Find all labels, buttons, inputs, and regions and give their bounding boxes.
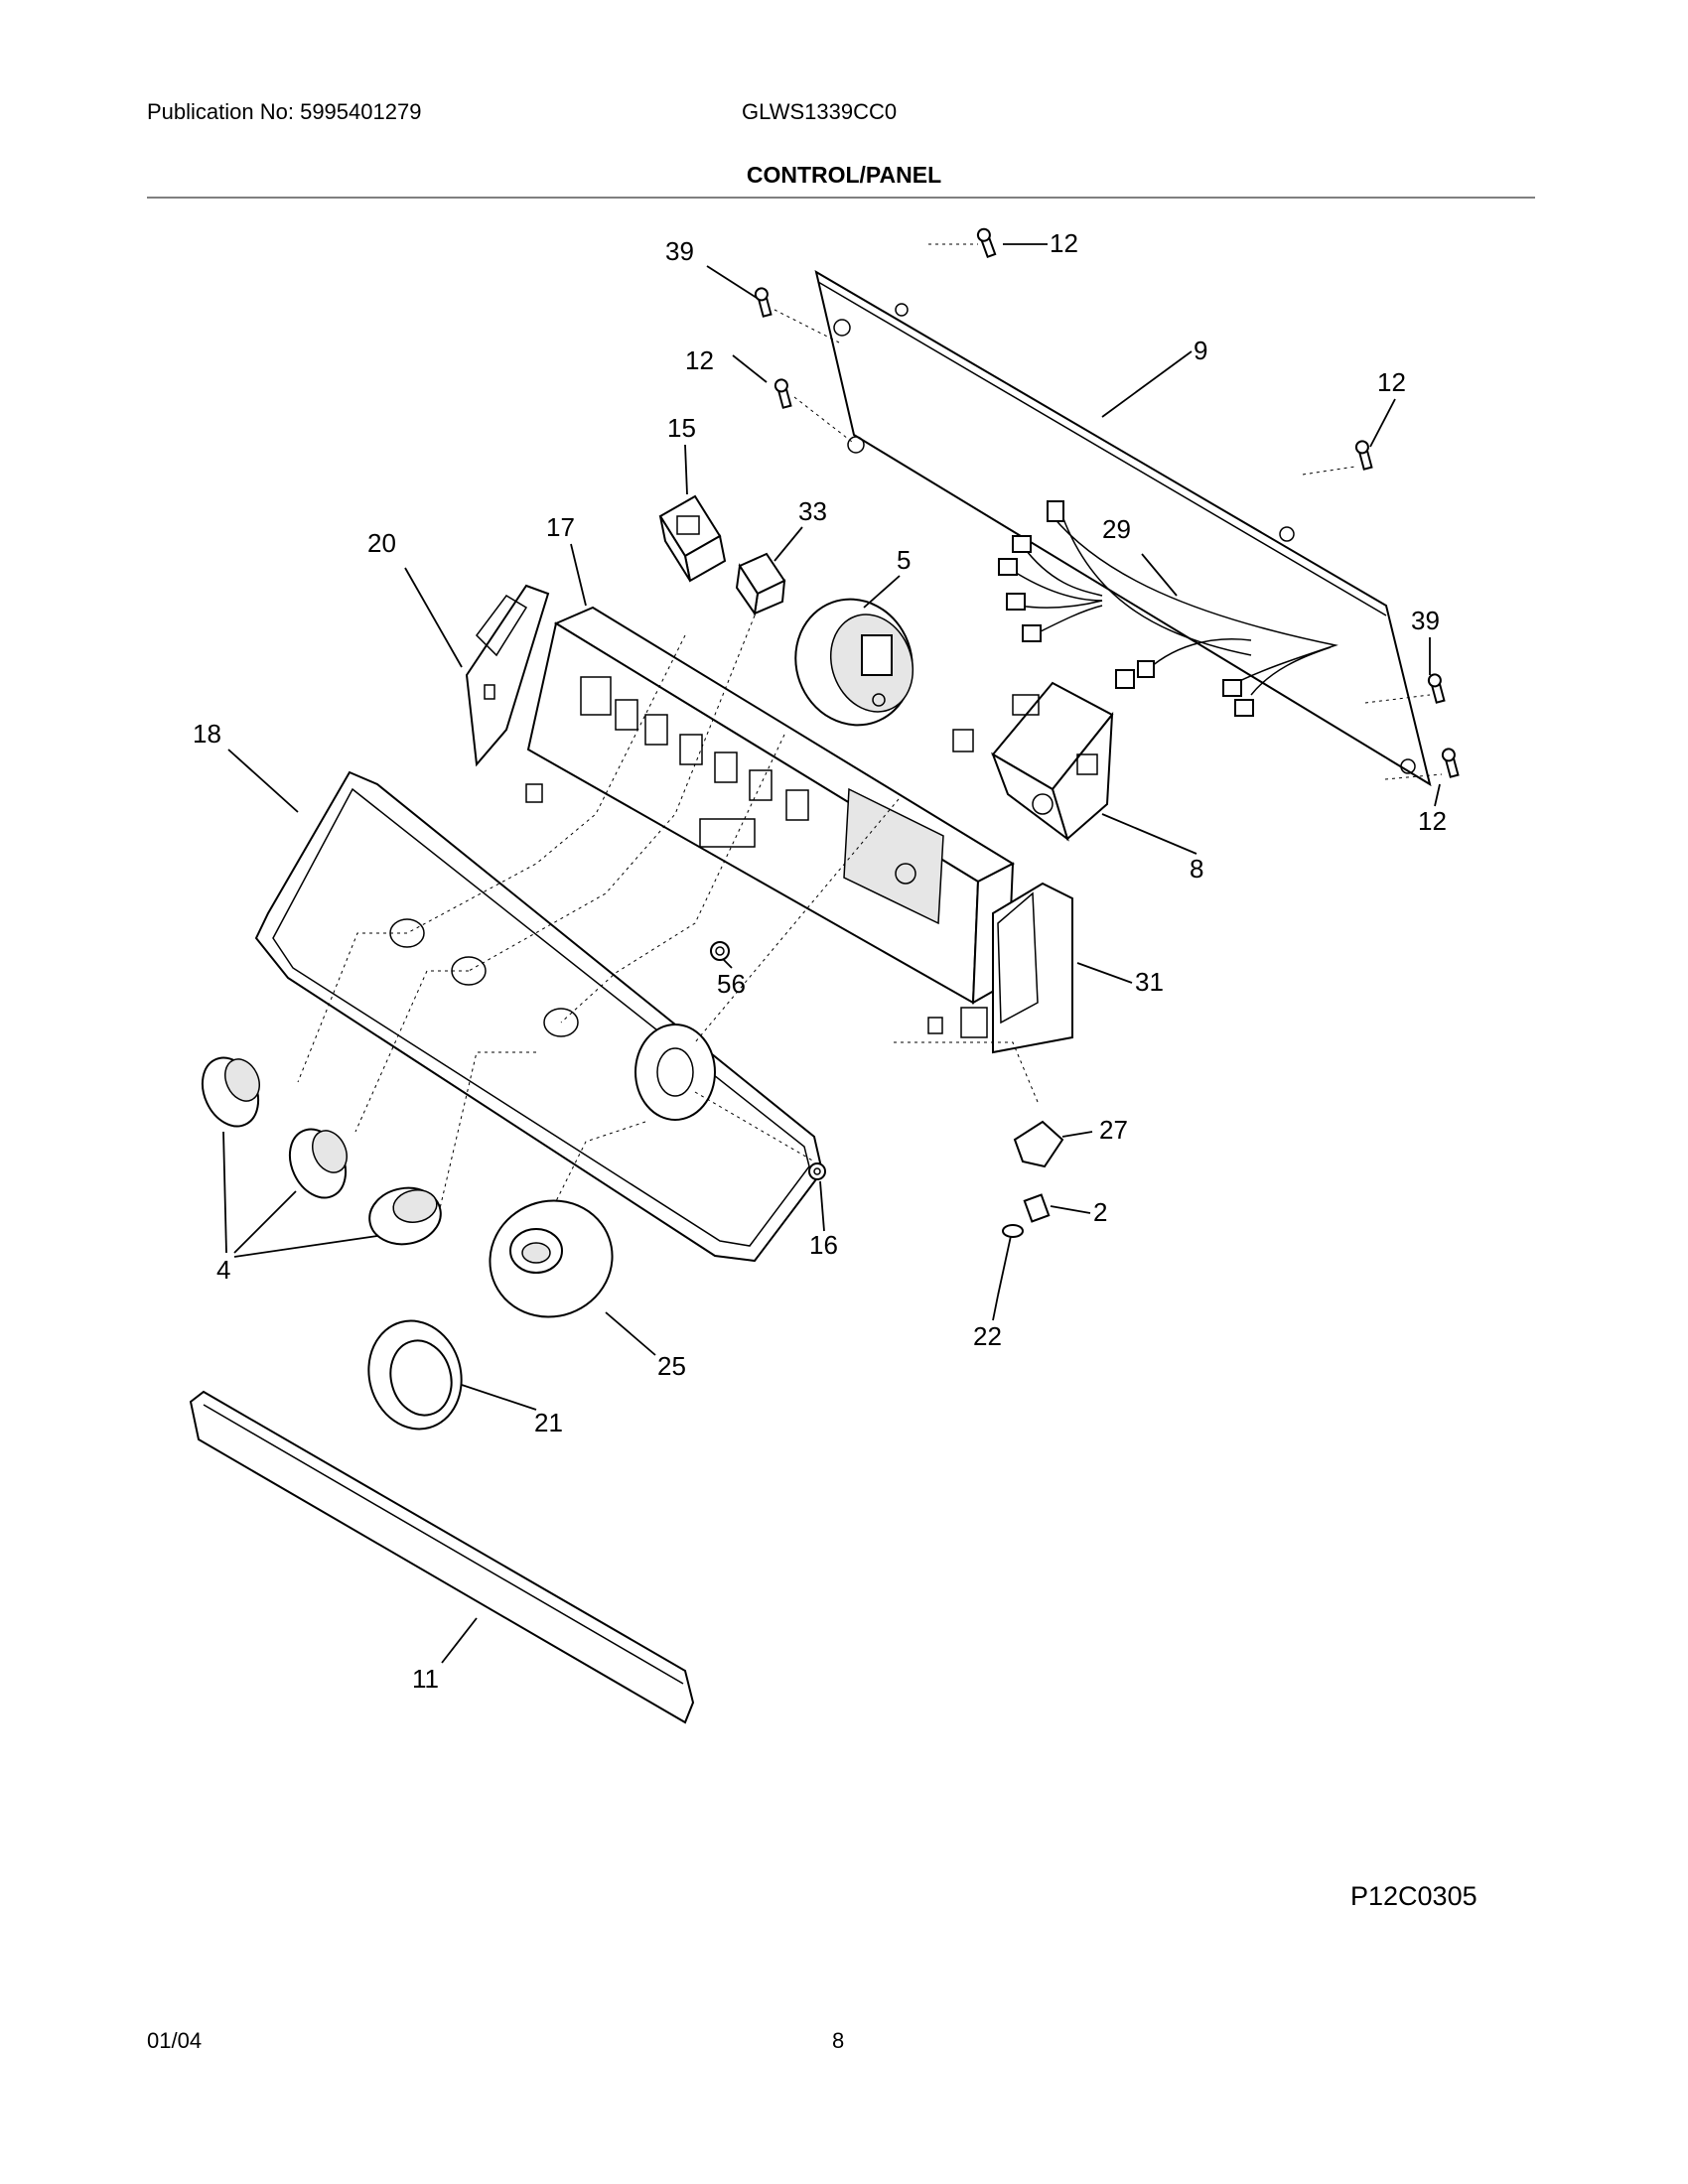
mounting-screw-part — [997, 1224, 1024, 1297]
callout-27: 27 — [1099, 1115, 1128, 1145]
publication-number: Publication No: 5995401279 — [147, 99, 422, 124]
switch-part — [735, 552, 786, 616]
leader-lines — [222, 243, 1441, 1664]
model-number: GLWS1339CC0 — [742, 99, 898, 124]
right-end-cap-part — [960, 882, 1073, 1054]
callout-9: 9 — [1194, 336, 1207, 365]
callout-15: 15 — [667, 413, 696, 443]
page-title: CONTROL/PANEL — [746, 162, 942, 188]
control-panel-part — [254, 770, 824, 1263]
callout-12-left: 12 — [685, 345, 714, 375]
figure-code: P12C0305 — [1350, 1881, 1477, 1911]
callout-56: 56 — [717, 969, 746, 999]
callout-12-bottom-right: 12 — [1418, 806, 1447, 836]
callout-22: 22 — [973, 1321, 1002, 1351]
dial-skirt-part — [489, 1199, 614, 1318]
callout-20: 20 — [367, 528, 396, 558]
timer-part — [794, 598, 914, 727]
callout-31: 31 — [1135, 967, 1164, 997]
callout-21: 21 — [534, 1408, 563, 1437]
bracket-part — [1013, 1120, 1064, 1168]
callout-5: 5 — [897, 545, 911, 575]
callout-25: 25 — [657, 1351, 686, 1381]
callout-33: 33 — [798, 496, 827, 526]
screw-parts — [754, 227, 1460, 778]
console-housing-part — [525, 606, 1016, 1034]
left-end-cap-part — [465, 584, 550, 767]
callout-8: 8 — [1190, 854, 1203, 884]
header-divider — [147, 197, 1535, 199]
rear-panel-part — [814, 269, 1432, 787]
callout-18: 18 — [193, 719, 221, 749]
small-screw-part — [710, 941, 730, 961]
callout-12-top-right: 12 — [1050, 228, 1078, 258]
wire-harness-part — [998, 500, 1338, 717]
control-module-part — [658, 494, 727, 583]
control-board-part — [952, 681, 1114, 842]
fastener-part — [808, 1162, 826, 1180]
trim-strip-part — [189, 1390, 695, 1724]
callout-16: 16 — [809, 1230, 838, 1260]
callout-17: 17 — [546, 512, 575, 542]
footer-date: 01/04 — [147, 2028, 203, 2053]
knob-parts — [201, 1056, 442, 1246]
callout-12-right: 12 — [1377, 367, 1406, 397]
callout-29: 29 — [1102, 514, 1131, 544]
callout-39-right: 39 — [1411, 606, 1440, 635]
callout-2: 2 — [1093, 1197, 1107, 1227]
page-number: 8 — [832, 2028, 845, 2053]
callout-39-top: 39 — [665, 236, 694, 266]
callout-4: 4 — [216, 1255, 230, 1285]
spacer-part — [1023, 1193, 1051, 1223]
timer-knob-part — [367, 1319, 463, 1431]
callout-11: 11 — [412, 1664, 439, 1694]
